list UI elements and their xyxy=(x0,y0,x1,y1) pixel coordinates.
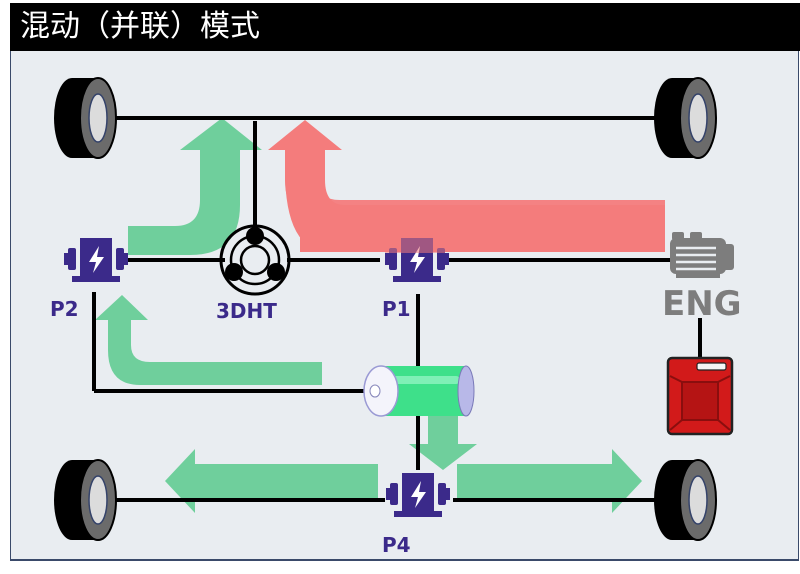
p1-motor: P1 xyxy=(382,222,449,321)
p4-motor: P4 xyxy=(382,473,450,557)
front-right-wheel-icon xyxy=(653,77,717,159)
engine: ENG xyxy=(662,232,742,324)
shafts xyxy=(92,116,702,502)
dht-label: 3DHT xyxy=(216,299,277,323)
p4-label: P4 xyxy=(382,533,411,557)
p1-label: P1 xyxy=(382,297,411,321)
battery-to-p2-flow-arrow xyxy=(95,295,322,385)
engine-flow-arrow xyxy=(268,120,665,252)
rear-right-wheel-icon xyxy=(653,459,717,541)
rear-left-wheel-icon xyxy=(53,459,117,541)
mode-title: 混动（并联）模式 xyxy=(10,3,800,51)
fuel-can-icon xyxy=(666,356,734,436)
engine-icon xyxy=(670,232,734,278)
front-left-wheel-icon xyxy=(53,77,117,159)
dht-gearbox: 3DHT xyxy=(216,224,291,323)
p4-to-right-wheel-flow-arrow xyxy=(457,449,642,513)
p4-to-left-wheel-flow-arrow xyxy=(165,449,378,513)
electric-motor-icon xyxy=(64,238,128,282)
p2-motor: P2 xyxy=(50,238,128,321)
engine-label: ENG xyxy=(662,284,742,324)
battery-to-p4-flow-arrow xyxy=(409,410,477,470)
electric-motor-icon xyxy=(386,473,450,517)
planetary-gear-icon xyxy=(219,224,291,296)
p2-label: P2 xyxy=(50,297,79,321)
p2-to-axle-flow-arrow xyxy=(128,118,262,255)
battery-icon xyxy=(363,365,475,417)
